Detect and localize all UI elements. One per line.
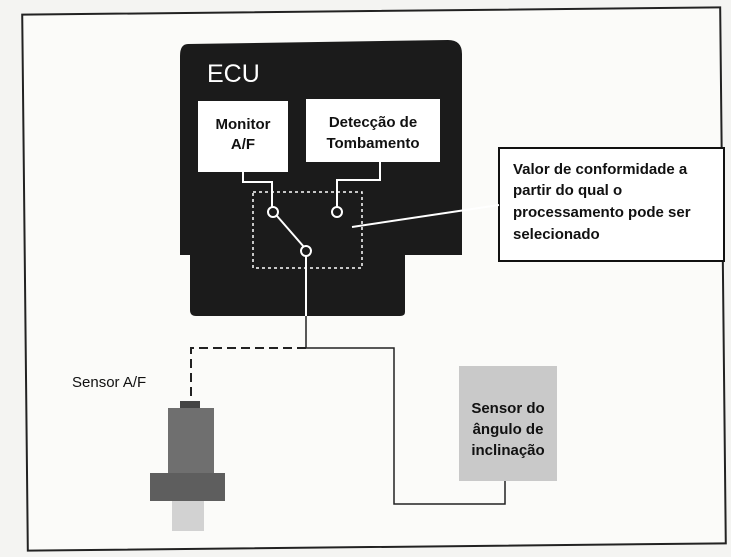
detection-wire: [336, 162, 381, 207]
af-sensor-dashed-wire: [190, 347, 306, 402]
callout-line1: Valor de conformidade a: [513, 161, 688, 178]
ecu-title: ECU: [207, 60, 260, 88]
rollover-detection-line2: Tombamento: [326, 135, 419, 152]
switch-contact-monitor: [267, 206, 279, 218]
monitor-af-line2: A/F: [231, 136, 255, 153]
monitor-wire: [242, 172, 273, 208]
tilt-sensor-box: [459, 366, 557, 481]
switch-contact-detection: [331, 206, 343, 218]
monitor-af-box: [198, 101, 288, 172]
sensor-af-tip: [172, 501, 204, 531]
tilt-sensor-line2: ângulo de: [473, 421, 544, 438]
callout-line2: partir do qual o: [513, 182, 622, 199]
sensor-af-connector: [180, 401, 200, 411]
switch-lever: [276, 215, 305, 248]
tilt-sensor-wire: [306, 347, 506, 505]
callout-line4: selecionado: [513, 226, 600, 243]
rollover-detection-box: [306, 99, 440, 162]
callout-line3: processamento pode ser: [513, 204, 691, 221]
callout-pointer: [351, 204, 500, 228]
monitor-af-line1: Monitor: [216, 116, 271, 133]
tilt-sensor-line1: Sensor do: [471, 400, 544, 417]
sensor-af-label: Sensor A/F: [72, 374, 146, 391]
sensor-af-body: [168, 408, 214, 475]
rollover-detection-line1: Detecção de: [329, 114, 417, 131]
selector-dashed-region: [252, 191, 363, 269]
tilt-sensor-line3: inclinação: [471, 442, 544, 459]
sensor-af-flange: [150, 473, 225, 501]
callout-box: [498, 147, 725, 262]
